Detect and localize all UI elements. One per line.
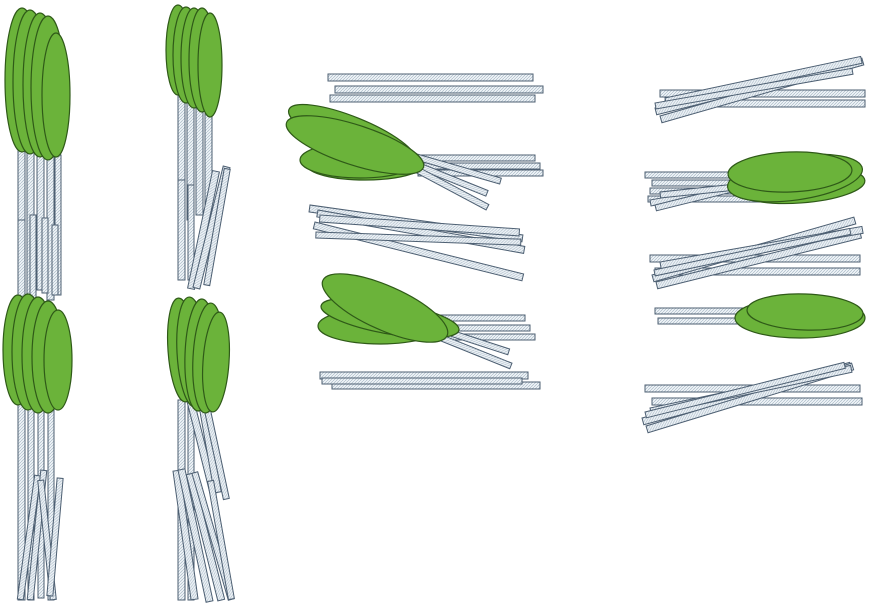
alkyl-chain	[330, 95, 535, 102]
alkyl-chain	[30, 215, 36, 300]
alkyl-chain	[335, 86, 543, 93]
alkyl-chain	[196, 95, 203, 215]
alkyl-chain	[322, 378, 522, 384]
head-group	[198, 13, 222, 117]
assembly-vertical-straight	[3, 8, 72, 600]
alkyl-chain	[328, 74, 533, 81]
assembly-horizontal-tilted-heads	[280, 74, 543, 389]
alkyl-chain	[18, 220, 25, 300]
alkyl-chain	[42, 218, 48, 293]
assembly-vertical-tilted	[164, 5, 234, 602]
head-group	[44, 310, 72, 410]
assembly-horizontal-tilted-chains	[642, 56, 866, 432]
alkyl-chain	[52, 225, 58, 295]
head-group	[42, 33, 70, 157]
alkyl-chain	[178, 180, 185, 280]
